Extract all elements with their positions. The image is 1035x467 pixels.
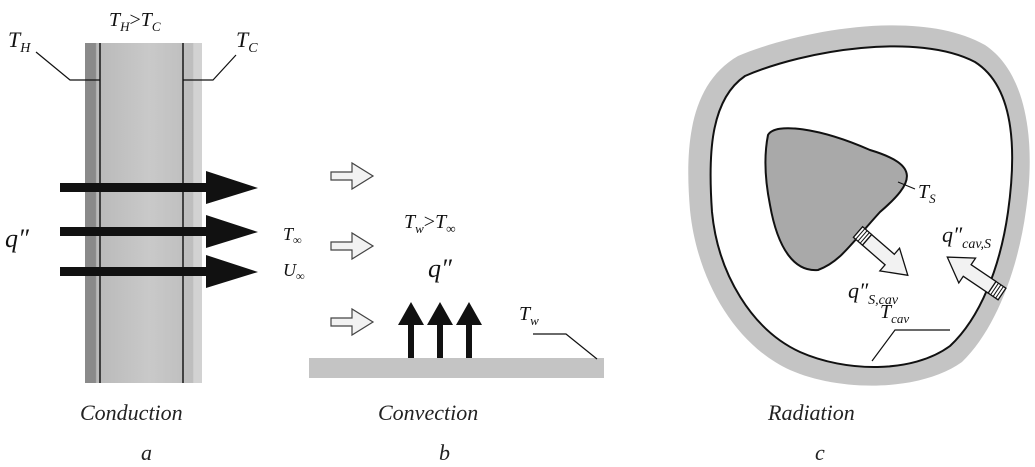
conduction-panel: TH>TC TH TC q″ Conduction a <box>5 9 258 465</box>
convection-flux-arrow-1 <box>398 302 424 358</box>
conduction-temp-relation: TH>TC <box>109 9 161 34</box>
radiation-caption: Radiation <box>767 400 855 425</box>
convection-flux-arrow-2 <box>427 302 453 358</box>
convection-panel: T∞ U∞ Tw>T∞ q″ Tw Convection b <box>283 163 604 465</box>
conduction-caption: Conduction <box>80 400 183 425</box>
cold-side-temp-label: TC <box>236 27 258 56</box>
conduction-letter: a <box>141 440 152 465</box>
flow-arrow-middle <box>331 233 373 259</box>
flow-arrow-bottom <box>331 309 373 335</box>
freestream-velocity-label: U∞ <box>283 260 305 283</box>
radiation-panel: TS q″S,cav q″cav,S Tcav Radiation c <box>688 25 1029 465</box>
conduction-flux-label: q″ <box>5 224 30 253</box>
heated-plate <box>309 358 604 378</box>
wall-temp-label: Tw <box>519 303 539 328</box>
freestream-temp-label: T∞ <box>283 224 302 247</box>
convection-flux-label: q″ <box>428 254 453 283</box>
radiation-letter: c <box>815 440 825 465</box>
convection-temp-relation: Tw>T∞ <box>404 211 455 236</box>
convection-letter: b <box>439 440 450 465</box>
wall-temp-leader-line <box>533 334 597 359</box>
convection-flux-arrow-3 <box>456 302 482 358</box>
hot-side-temp-label: TH <box>8 27 31 56</box>
conduction-wall <box>85 43 202 383</box>
convection-caption: Convection <box>378 400 478 425</box>
flow-arrow-top <box>331 163 373 189</box>
